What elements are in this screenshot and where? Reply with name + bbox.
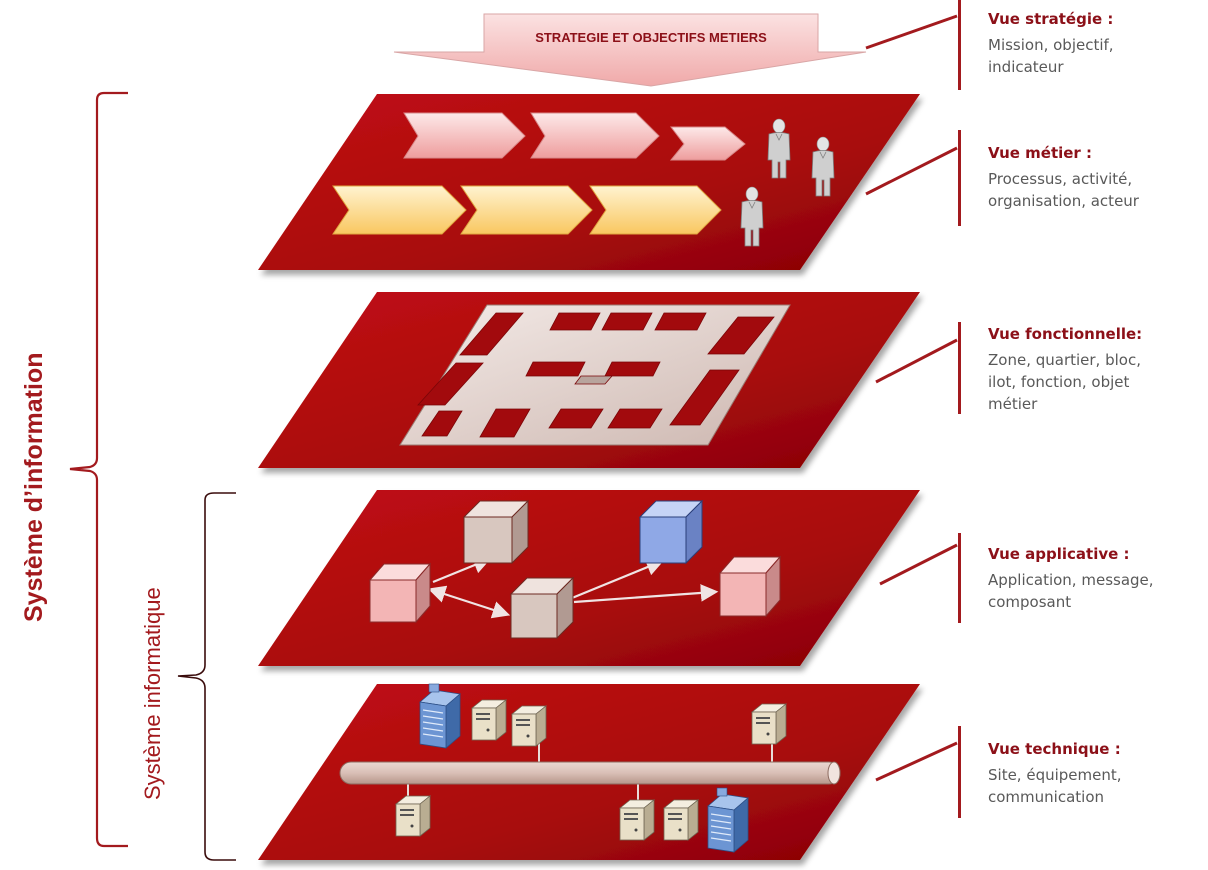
- view-title: Vue fonctionnelle:: [988, 325, 1143, 343]
- systeme-informatique-bracket: [177, 492, 236, 861]
- systeme-information-bracket: [69, 91, 128, 848]
- view-line: Zone, quartier, bloc,: [988, 351, 1141, 369]
- server-icon: [395, 795, 431, 837]
- view-line: organisation, acteur: [988, 192, 1139, 210]
- server-icon: [511, 705, 547, 747]
- server-icon: [471, 699, 507, 741]
- callout-line-strategie: [865, 14, 958, 50]
- cube-icon: [368, 562, 432, 624]
- callout-line-technique: [875, 741, 958, 782]
- server-icon: [619, 799, 655, 841]
- chevron-arrow-icon: [332, 185, 722, 235]
- callout-line-metier: [865, 146, 958, 196]
- view-line: communication: [988, 788, 1105, 806]
- server-icon: [751, 703, 787, 745]
- view-title: Vue stratégie :: [988, 10, 1114, 28]
- view-strategie: Vue stratégie : Mission, objectif, indic…: [958, 0, 1208, 90]
- view-title: Vue métier :: [988, 144, 1093, 162]
- layer-applicative: [258, 490, 920, 666]
- server-icon: [663, 799, 699, 841]
- view-fonctionnelle: Vue fonctionnelle: Zone, quartier, bloc,…: [958, 322, 1208, 425]
- layer-fonctionnelle: [258, 292, 920, 468]
- view-metier: Vue métier : Processus, activité, organi…: [958, 130, 1208, 226]
- cube-icon: [718, 555, 782, 618]
- callout-line-applicative: [879, 543, 958, 586]
- view-line: Application, message,: [988, 571, 1154, 589]
- view-line: Mission, objectif,: [988, 36, 1114, 54]
- strategy-arrow-label: STRATEGIE ET OBJECTIFS METIERS: [535, 30, 767, 45]
- network-bus-icon: [339, 761, 841, 785]
- view-line: Site, équipement,: [988, 766, 1122, 784]
- view-line: métier: [988, 395, 1038, 413]
- cube-icon: [462, 499, 530, 565]
- view-applicative: Vue applicative : Application, message, …: [958, 533, 1208, 625]
- view-line: ilot, fonction, objet: [988, 373, 1130, 391]
- view-technique: Vue technique : Site, équipement, commun…: [958, 726, 1208, 820]
- view-line: Processus, activité,: [988, 170, 1133, 188]
- layer-metier: [258, 94, 920, 270]
- callout-line-fonctionnelle: [875, 338, 958, 384]
- systeme-information-label: Système d’information: [20, 352, 48, 623]
- view-line: indicateur: [988, 58, 1064, 76]
- cube-icon: [638, 499, 704, 565]
- systeme-informatique-label: Système informatique: [140, 587, 165, 800]
- chevron-arrow-icon: [403, 112, 746, 161]
- strategy-arrow: STRATEGIE ET OBJECTIFS METIERS: [393, 13, 867, 87]
- functional-map: [399, 304, 791, 446]
- view-line: composant: [988, 593, 1072, 611]
- view-title: Vue applicative :: [988, 545, 1130, 563]
- cube-icon: [509, 576, 575, 640]
- view-title: Vue technique :: [988, 740, 1121, 758]
- layer-technique: [258, 683, 920, 860]
